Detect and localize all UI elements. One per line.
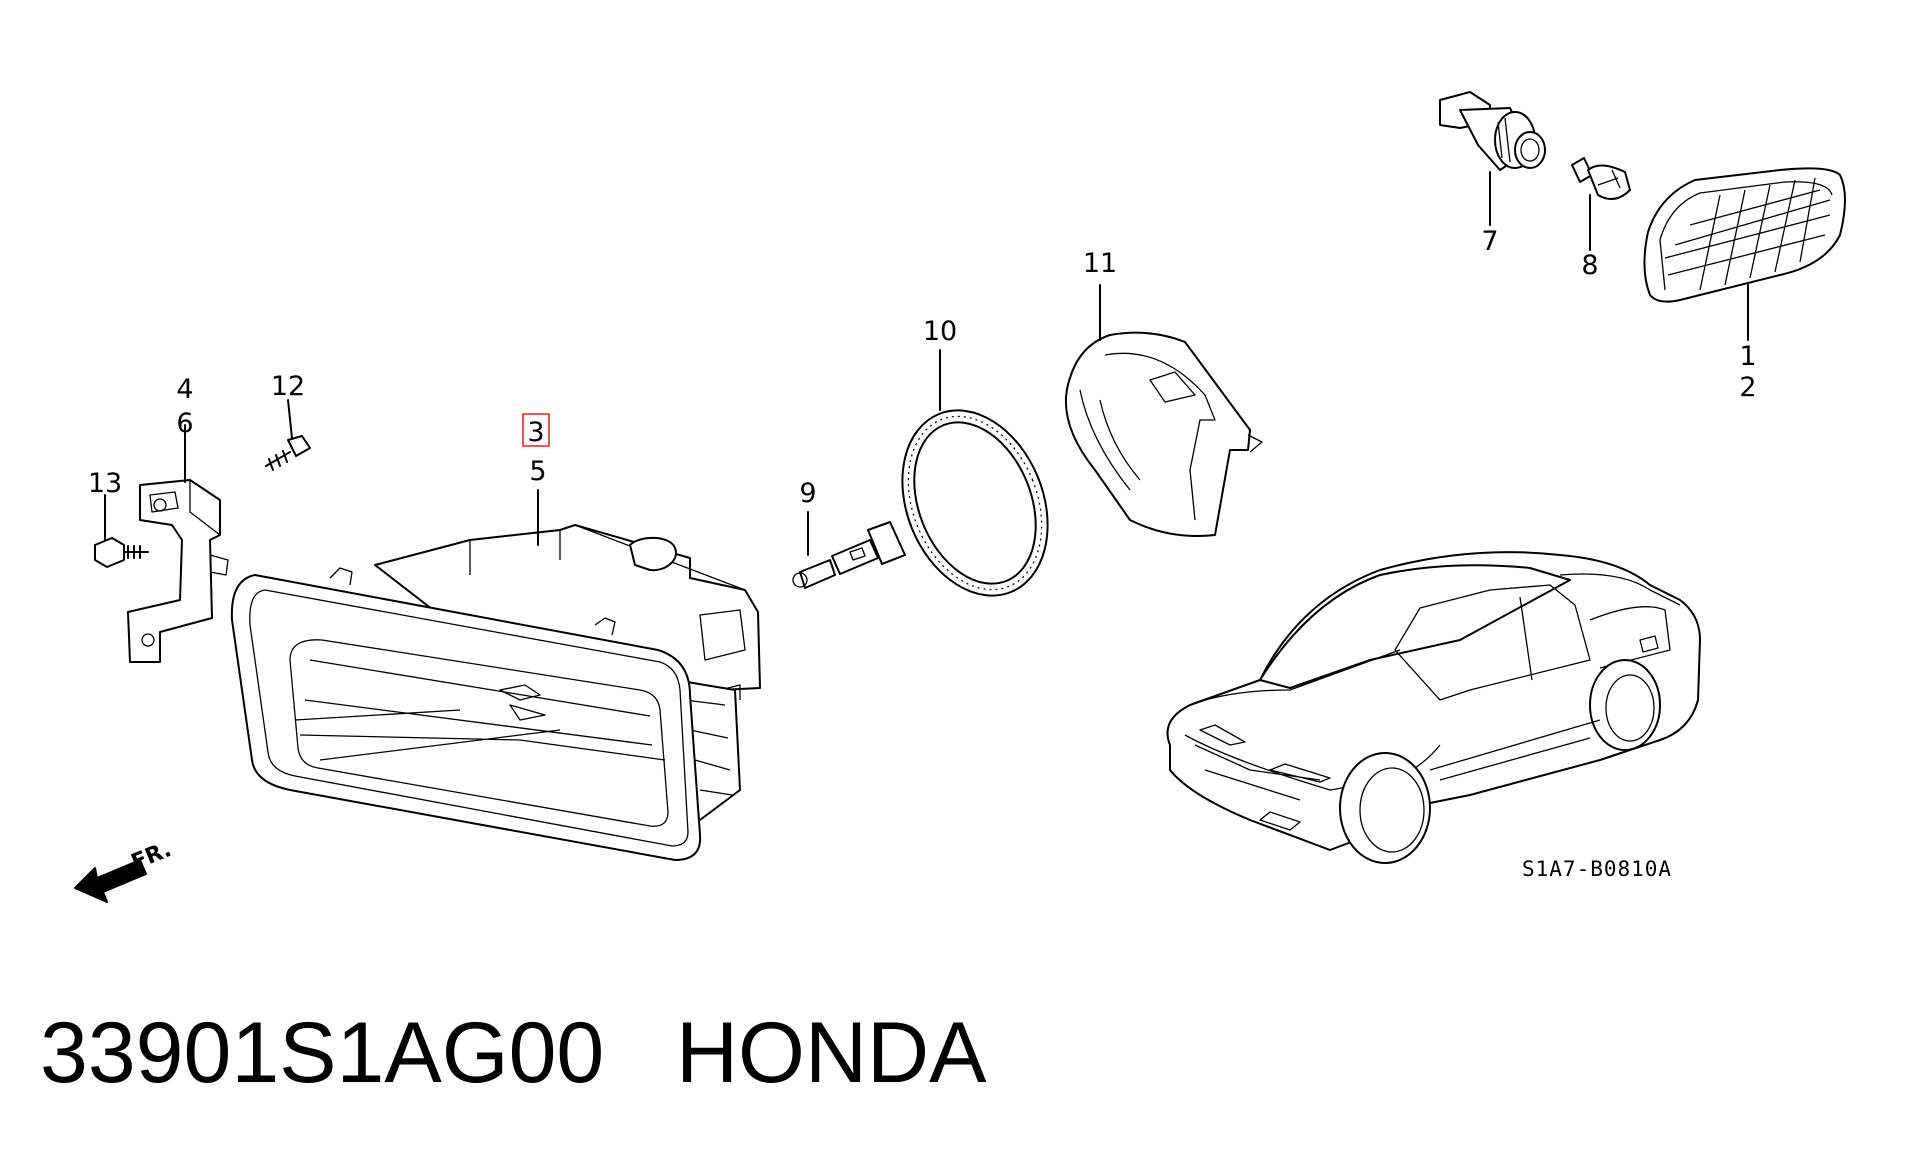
callout-6: 6 [176, 408, 193, 439]
callout-3-highlight-box [522, 413, 550, 447]
callout-5: 5 [529, 456, 546, 487]
callout-9: 9 [799, 478, 816, 509]
direction-label: FR. [128, 837, 175, 875]
bulb-9 [792, 521, 906, 589]
callout-labels: 1 2 3 4 5 6 7 8 9 10 11 12 13 [88, 226, 1757, 509]
callout-7: 7 [1481, 226, 1498, 257]
screw-12 [265, 435, 311, 471]
callout-1: 1 [1739, 341, 1756, 372]
gasket-ring-10 [901, 409, 1049, 597]
car-illustration [1166, 551, 1701, 864]
fog-light-assembly [230, 524, 761, 861]
callout-3: 3 [527, 417, 544, 448]
callout-13: 13 [88, 468, 122, 499]
bolt-13 [94, 537, 149, 568]
front-direction-arrow: FR. [74, 837, 175, 903]
part-number: 33901S1AG00 [40, 1005, 605, 1101]
callout-11: 11 [1083, 248, 1117, 279]
socket-cap-11 [1064, 331, 1263, 537]
callout-12: 12 [271, 371, 305, 402]
socket-7 [1439, 91, 1546, 171]
callout-10: 10 [923, 316, 957, 347]
leader-lines [104, 171, 1749, 556]
callout-8: 8 [1581, 250, 1598, 281]
diagram-code: S1A7-B0810A [1522, 857, 1672, 881]
caption: 33901S1AG00 HONDA [40, 1010, 987, 1096]
side-marker-lens-1-2 [1643, 167, 1846, 303]
bracket-part [127, 479, 229, 663]
brand-name: HONDA [675, 1005, 987, 1101]
wedge-bulb-8 [1571, 157, 1631, 200]
callout-2: 2 [1739, 372, 1756, 403]
callout-4: 4 [176, 374, 193, 405]
